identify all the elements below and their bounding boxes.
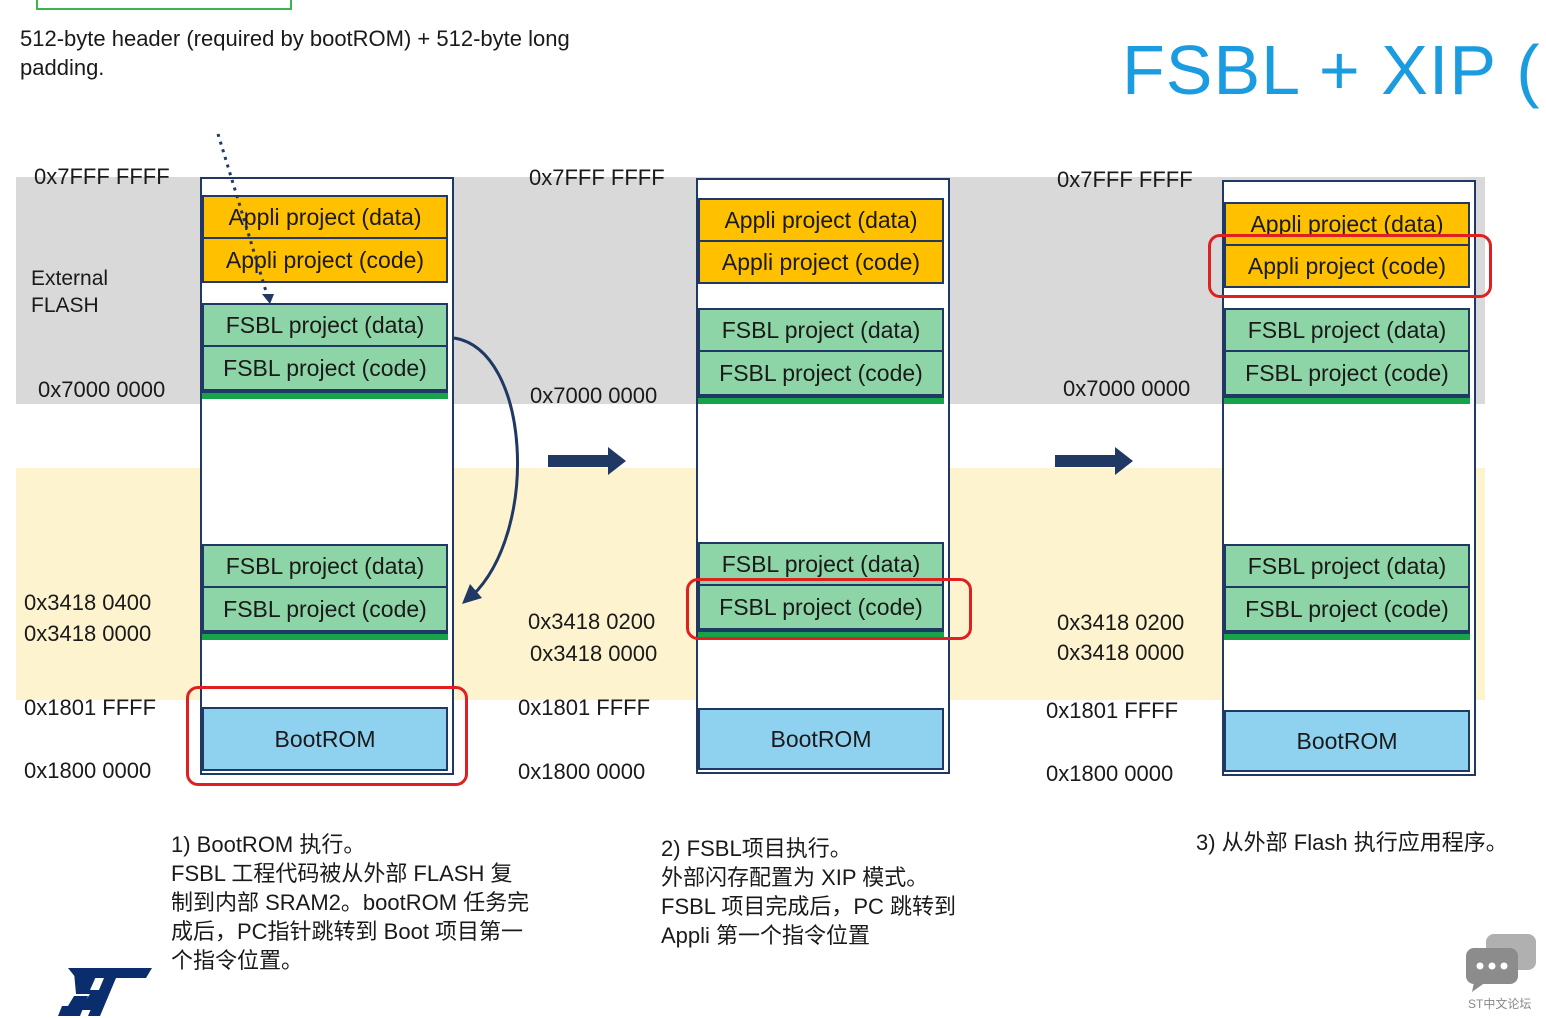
caption-line: 3) 从外部 Flash 执行应用程序。 (1196, 830, 1508, 855)
fsbl-data-sram-block: FSBL project (data) (202, 544, 448, 588)
dotted-pointer (216, 133, 270, 299)
appli-code-block: Appli project (code) (202, 237, 448, 283)
caption-line: FSBL 工程代码被从外部 FLASH 复 (171, 861, 513, 886)
page-title: FSBL + XIP ( (1122, 31, 1541, 109)
addr-boot-top-1: 0x1801 FFFF (24, 695, 157, 720)
addr-flash-top-1: 0x7FFF FFFF (34, 164, 170, 189)
caption-step3: 3) 从外部 Flash 执行应用程序。 (1196, 828, 1541, 857)
appli-code-block: Appli project (code) (1224, 244, 1470, 288)
fsbl-code-block: FSBL project (code) (202, 345, 448, 391)
header-green-box (36, 0, 292, 10)
bootrom-block: BootROM (1224, 710, 1470, 772)
header-padding-bar (1224, 396, 1470, 404)
forum-chat-icon (1466, 934, 1536, 992)
memory-map-step3: Appli project (data) Appli project (code… (1222, 180, 1476, 776)
external-flash-label: External FLASH (31, 267, 109, 317)
fsbl-data-block: FSBL project (data) (1224, 308, 1470, 352)
watermark-text: ST中文论坛 (1468, 997, 1532, 1011)
fsbl-data-block: FSBL project (data) (698, 308, 944, 352)
highlight-fsbl-code (686, 578, 972, 640)
memory-map-step1: Appli project (data) Appli project (code… (200, 177, 454, 775)
fsbl-code-sram-block: FSBL project (code) (698, 584, 944, 630)
caption-line: Appli 第一个指令位置 (661, 923, 871, 948)
appli-data-block: Appli project (data) (698, 198, 944, 242)
header-padding-bar (202, 391, 448, 399)
copy-arc-head (462, 584, 482, 604)
dotted-pointer-head (262, 294, 274, 304)
sram-padding-bar (698, 630, 944, 638)
caption-step2: 2) FSBL项目执行。 外部闪存配置为 XIP 模式。 FSBL 项目完成后，… (661, 834, 1021, 950)
st-logo-icon (58, 968, 152, 1016)
addr-boot-base-3: 0x1800 0000 (1046, 761, 1174, 786)
caption-line: 1) BootROM 执行。 (171, 832, 366, 857)
addr-sram-0200-3: 0x3418 0200 (1057, 610, 1185, 635)
highlight-bootrom (186, 686, 468, 786)
caption-step1: 1) BootROM 执行。 FSBL 工程代码被从外部 FLASH 复 制到内… (171, 830, 591, 975)
appli-data-block: Appli project (data) (202, 195, 448, 239)
header-note: 512-byte header (required by bootROM) + … (20, 26, 570, 80)
addr-sram-base-3: 0x3418 0000 (1057, 640, 1185, 665)
addr-flash-top-3: 0x7FFF FFFF (1057, 167, 1193, 192)
caption-line: 外部闪存配置为 XIP 模式。 (661, 865, 929, 890)
sram-padding-bar (1224, 632, 1470, 640)
highlight-appli-code (1208, 234, 1492, 298)
caption-line: 制到内部 SRAM2。bootROM 任务完 (171, 890, 530, 915)
sram-padding-bar (202, 632, 448, 640)
addr-sram-0400-1: 0x3418 0400 (24, 590, 152, 615)
addr-boot-top-3: 0x1801 FFFF (1046, 698, 1179, 723)
copy-arc (453, 336, 519, 598)
addr-flash-base-2: 0x7000 0000 (530, 383, 658, 408)
bootrom-block: BootROM (698, 708, 944, 770)
memory-map-step2: Appli project (data) Appli project (code… (696, 178, 950, 774)
addr-boot-top-2: 0x1801 FFFF (518, 695, 651, 720)
addr-sram-base-2: 0x3418 0000 (530, 641, 658, 666)
header-padding-bar (698, 396, 944, 404)
fsbl-code-sram-block: FSBL project (code) (202, 586, 448, 632)
fsbl-data-sram-block: FSBL project (data) (1224, 544, 1470, 588)
addr-flash-top-2: 0x7FFF FFFF (529, 165, 665, 190)
fsbl-code-sram-block: FSBL project (code) (1224, 586, 1470, 632)
addr-sram-base-1: 0x3418 0000 (24, 621, 152, 646)
caption-line: FSBL 项目完成后，PC 跳转到 (661, 894, 956, 919)
step-arrow-1 (548, 447, 626, 475)
caption-line: 成后，PC指针跳转到 Boot 项目第一 (171, 919, 524, 944)
step-arrow-2 (1055, 447, 1133, 475)
addr-sram-0200-2: 0x3418 0200 (528, 609, 656, 634)
bootrom-block: BootROM (202, 707, 448, 771)
caption-line: 个指令位置。 (171, 948, 304, 973)
fsbl-code-block: FSBL project (code) (1224, 350, 1470, 396)
addr-boot-base-1: 0x1800 0000 (24, 758, 152, 783)
appli-code-block: Appli project (code) (698, 240, 944, 284)
addr-flash-base-3: 0x7000 0000 (1063, 376, 1191, 401)
addr-flash-base-1: 0x7000 0000 (38, 377, 166, 402)
fsbl-code-block: FSBL project (code) (698, 350, 944, 396)
addr-boot-base-2: 0x1800 0000 (518, 759, 646, 784)
caption-line: 2) FSBL项目执行。 (661, 836, 852, 861)
